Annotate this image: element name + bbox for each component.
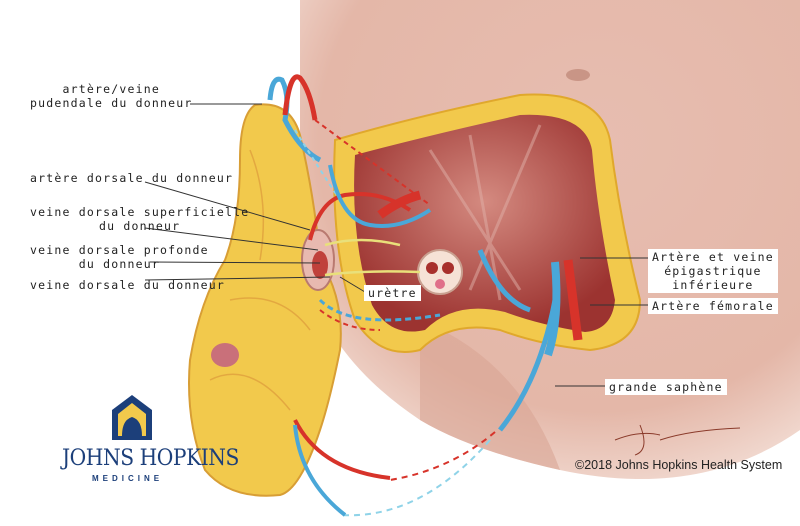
- copyright: ©2018 Johns Hopkins Health System: [575, 458, 783, 472]
- logo-name: JOHNS HOPKINS: [62, 446, 239, 471]
- label-deep-vein-line1: veine dorsale profonde: [30, 243, 209, 257]
- label-pudendal: artère/veine pudendale du donneur: [30, 82, 192, 110]
- label-deep-vein: veine dorsale profonde du donneur: [30, 243, 209, 271]
- great-saphenous-vein: [477, 249, 558, 432]
- label-pudendal-line2: pudendale du donneur: [30, 96, 193, 110]
- recipient-vein: [328, 164, 432, 228]
- leader-lines: [144, 103, 650, 387]
- label-superficial-vein: veine dorsale superficielle du donneur: [30, 205, 249, 233]
- label-dorsal-vein: veine dorsale du donneur: [30, 278, 225, 292]
- pudendal-artery: [282, 74, 318, 121]
- scrotum: [211, 343, 239, 367]
- artist-signature: [614, 424, 741, 456]
- logo-sub: MEDICINE: [92, 474, 164, 483]
- label-femoral: Artère fémorale: [648, 298, 778, 314]
- label-deep-vein-line2: du donneur: [78, 257, 160, 271]
- label-superficial-vein-line2: du donneur: [99, 219, 181, 233]
- femoral-artery: [563, 259, 583, 341]
- femoral-vein: [544, 261, 561, 357]
- dorsal-artery: [308, 192, 412, 241]
- navel: [566, 69, 590, 81]
- label-epigastric-line1: Artère et veine: [652, 250, 774, 264]
- label-saphenous: grande saphène: [605, 379, 727, 395]
- label-superficial-vein-line1: veine dorsale superficielle: [30, 205, 250, 219]
- label-pudendal-line1: artère/veine: [62, 82, 160, 96]
- label-epigastric-line3: inférieure: [672, 278, 754, 292]
- label-urethra: urètre: [364, 285, 421, 301]
- label-dorsal-artery: artère dorsale du donneur: [30, 171, 234, 185]
- johns-hopkins-logo-shield: [112, 395, 152, 440]
- thigh-shadow: [420, 320, 560, 470]
- label-epigastric: Artère et veine épigastrique inférieure: [648, 249, 778, 293]
- label-epigastric-line2: épigastrique: [664, 264, 762, 278]
